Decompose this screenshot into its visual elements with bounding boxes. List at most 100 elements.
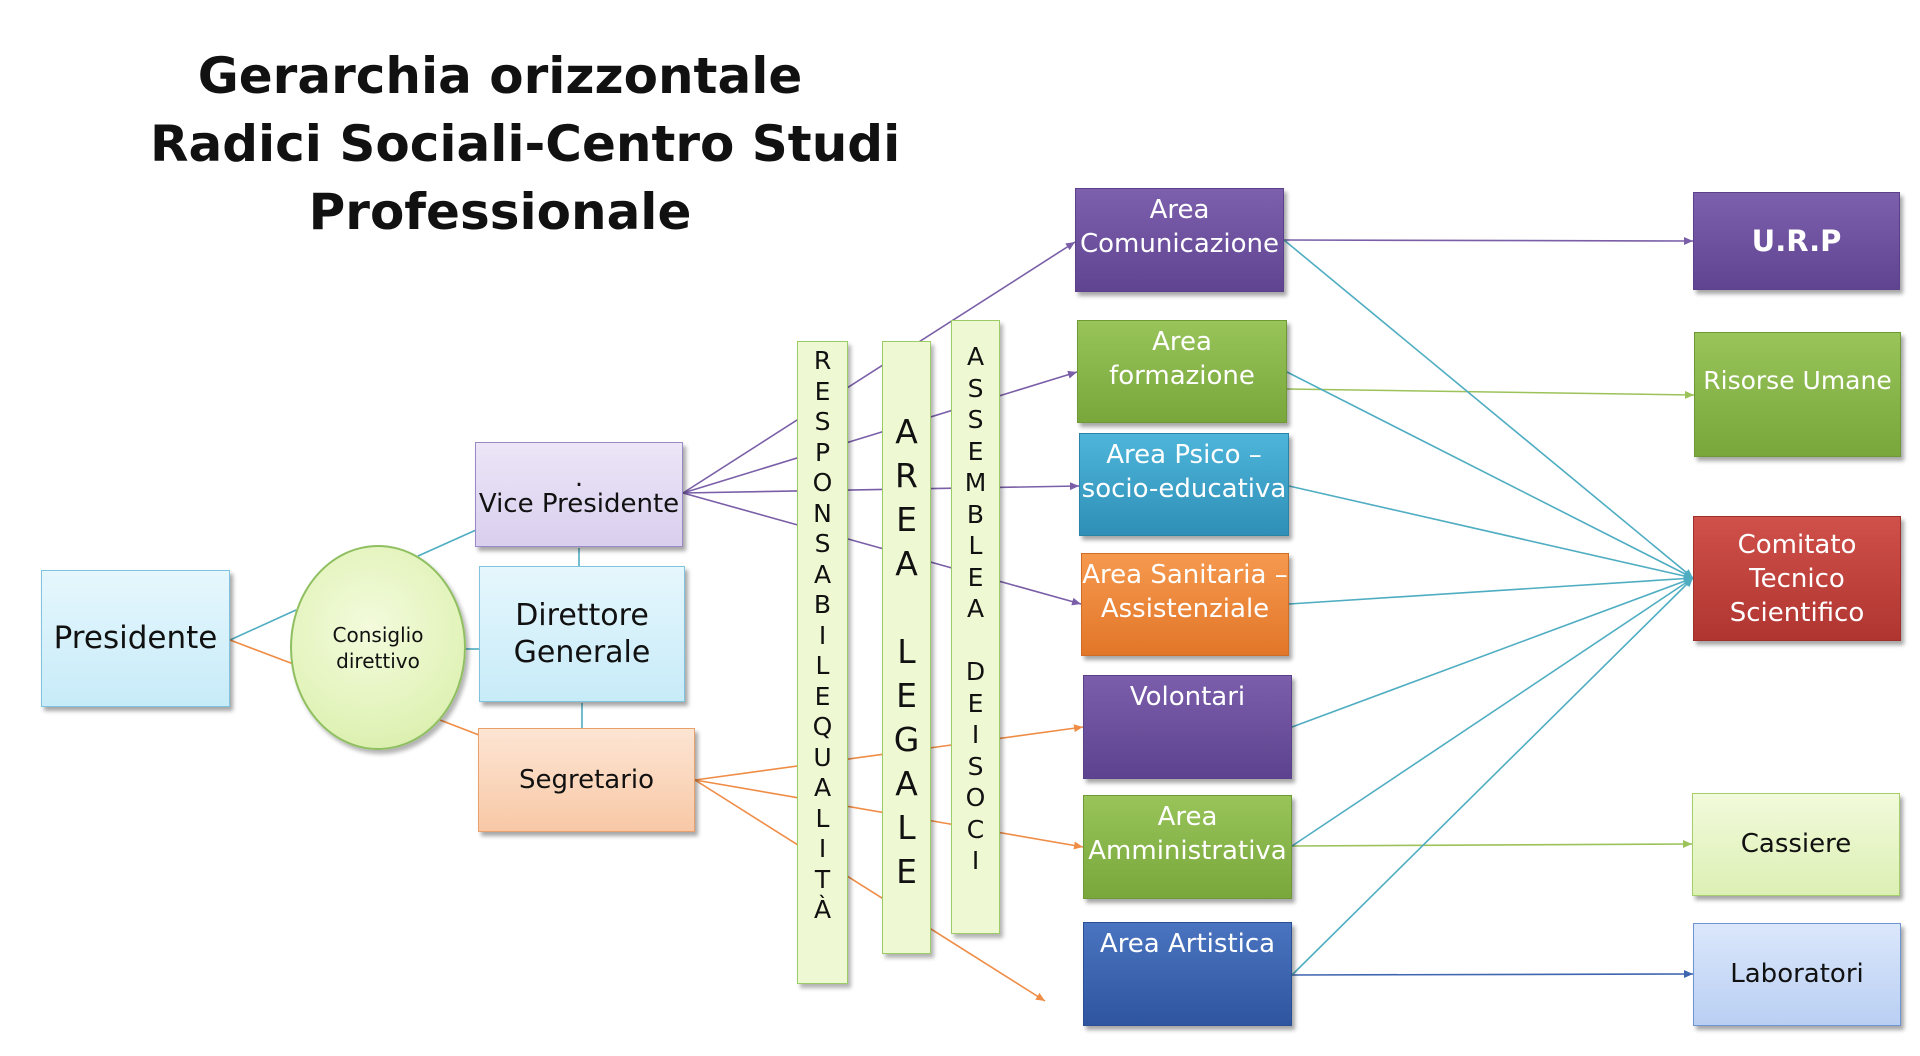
node-cassiere: Cassiere (1692, 793, 1900, 896)
node-vice-label: Vice Presidente (478, 489, 680, 520)
edge-vice-formazione (682, 370, 1078, 494)
vertical-letter: E (896, 500, 917, 539)
vertical-letter: A (895, 544, 918, 583)
vertical-letter: E (896, 852, 917, 891)
edge-artistica-comitato (1291, 577, 1694, 976)
node-laboratori-label: Laboratori (1730, 959, 1864, 990)
edge-presidente-consiglio-bottom (229, 639, 297, 666)
edge-presidente-consiglio-top (229, 609, 297, 641)
node-area-comunicazione-label: Area Comunicazione (1079, 195, 1280, 259)
vertical-letter: A (895, 412, 918, 451)
node-area-artistica: Area Artistica (1083, 922, 1292, 1026)
vertical-letter: D (965, 657, 986, 686)
vertical-letter: L (897, 808, 916, 847)
edge-consiglio-segretario (439, 719, 480, 736)
vertical-letter: À (813, 895, 832, 924)
vertical-letter: I (818, 834, 827, 863)
edge-comunicazione-comitato (1283, 239, 1694, 579)
node-area-formazione-label: Area formazione (1109, 327, 1255, 391)
node-vice-dot: . (574, 463, 584, 494)
vertical-letter: A (813, 773, 832, 802)
node-area-amministrativa-label: Area Amministrativa (1088, 802, 1287, 866)
node-volontari: Volontari (1083, 675, 1292, 779)
node-presidente: Presidente (41, 570, 230, 707)
node-laboratori: Laboratori (1693, 923, 1901, 1026)
vertical-letter: T (814, 864, 831, 894)
vertical-letter: P (814, 437, 831, 467)
node-area-psico-label: Area Psico – socio-educativa (1081, 440, 1287, 504)
vertical-letter: Q (812, 712, 833, 741)
vertical-letter: B (813, 590, 832, 619)
node-risorse-umane-label: Risorse Umane (1703, 366, 1892, 395)
node-risorse-umane: Risorse Umane (1694, 332, 1901, 457)
vertical-letter: S (967, 751, 984, 781)
vertical-letter: L (815, 651, 830, 680)
edge-amministrativa-comitato (1291, 577, 1694, 847)
vertical-letter: A (895, 764, 918, 803)
page-title: Gerarchia orizzontale Radici Sociali-Cen… (150, 42, 901, 246)
node-segretario-label: Segretario (518, 764, 655, 795)
vertical-letter: R (895, 456, 918, 495)
vertical-letter: I (971, 720, 980, 749)
edge-vice-comunicazione (682, 241, 1076, 494)
vertical-letter: A (966, 342, 985, 371)
node-area-psico: Area Psico – socio-educativa (1079, 433, 1289, 536)
vertical-letter: B (966, 499, 985, 529)
vertical-letter: L (815, 803, 830, 833)
node-segretario: Segretario (478, 728, 695, 832)
node-area-amministrativa: Area Amministrativa (1083, 795, 1292, 899)
node-comitato-tecnico-scientifico: Comitato Tecnico Scientifico (1693, 516, 1901, 641)
vertical-letter: S (967, 373, 984, 403)
vertical-letter: M (964, 468, 987, 497)
node-cassiere-label: Cassiere (1740, 829, 1852, 860)
node-urp: U.R.P (1693, 192, 1900, 290)
vertical-letter: N (813, 498, 832, 528)
vertical-letter: A (813, 559, 832, 589)
vertical-letter: E (896, 676, 917, 715)
node-urp-label: U.R.P (1751, 223, 1842, 258)
vertical-letter: O (812, 468, 833, 497)
edge-formazione-comitato (1286, 371, 1694, 579)
vertical-letter: E (967, 562, 984, 592)
edge-artistica-laboratori (1291, 970, 1694, 979)
node-area-artistica-label: Area Artistica (1099, 929, 1276, 959)
vertical-letter: R (813, 346, 832, 375)
edge-consiglio-vice (417, 529, 477, 557)
edge-volontari-comitato (1291, 577, 1694, 728)
vertical-letter (901, 586, 912, 630)
node-vice-presidente: . Vice Presidente (475, 442, 683, 547)
node-volontari-label: Volontari (1129, 682, 1246, 712)
node-comitato-label: Comitato Tecnico Scientifico (1729, 529, 1865, 628)
vertical-letter: E (967, 688, 984, 718)
vertical-letter: L (968, 531, 983, 560)
vertical-letter: G (893, 720, 920, 759)
vertical-letter: L (897, 632, 916, 671)
vertical-letter: I (971, 846, 980, 875)
vertical-letter: U (813, 742, 832, 772)
edge-psico-comitato (1288, 485, 1694, 580)
vertical-letter: S (814, 529, 831, 558)
vertical-letter: E (814, 376, 831, 406)
vertical-letter: C (966, 814, 985, 844)
node-consiglio-direttivo: Consiglio direttivo (290, 545, 466, 750)
title-line-2: Radici Sociali-Centro Studi (150, 115, 901, 173)
title-line-3: Professionale (308, 183, 692, 241)
vertical-letter: S (814, 407, 831, 436)
vertical-letter: S (967, 405, 984, 434)
edge-formazione-risorse (1286, 388, 1695, 399)
vertical-letter: I (818, 620, 827, 650)
node-presidente-label: Presidente (53, 620, 218, 657)
vertical-letter: O (965, 783, 986, 812)
node-consiglio-label: Consiglio direttivo (332, 622, 424, 673)
vertical-letter (972, 625, 980, 657)
title-line-1: Gerarchia orizzontale (197, 47, 803, 105)
node-area-sanitaria-label: Area Sanitaria – Assistenziale (1082, 560, 1288, 624)
edge-comunicazione-urp (1283, 236, 1694, 245)
node-area-formazione: Area formazione (1077, 320, 1287, 423)
node-area-sanitaria: Area Sanitaria – Assistenziale (1081, 553, 1289, 656)
node-direttore-label: Direttore Generale (513, 597, 651, 671)
